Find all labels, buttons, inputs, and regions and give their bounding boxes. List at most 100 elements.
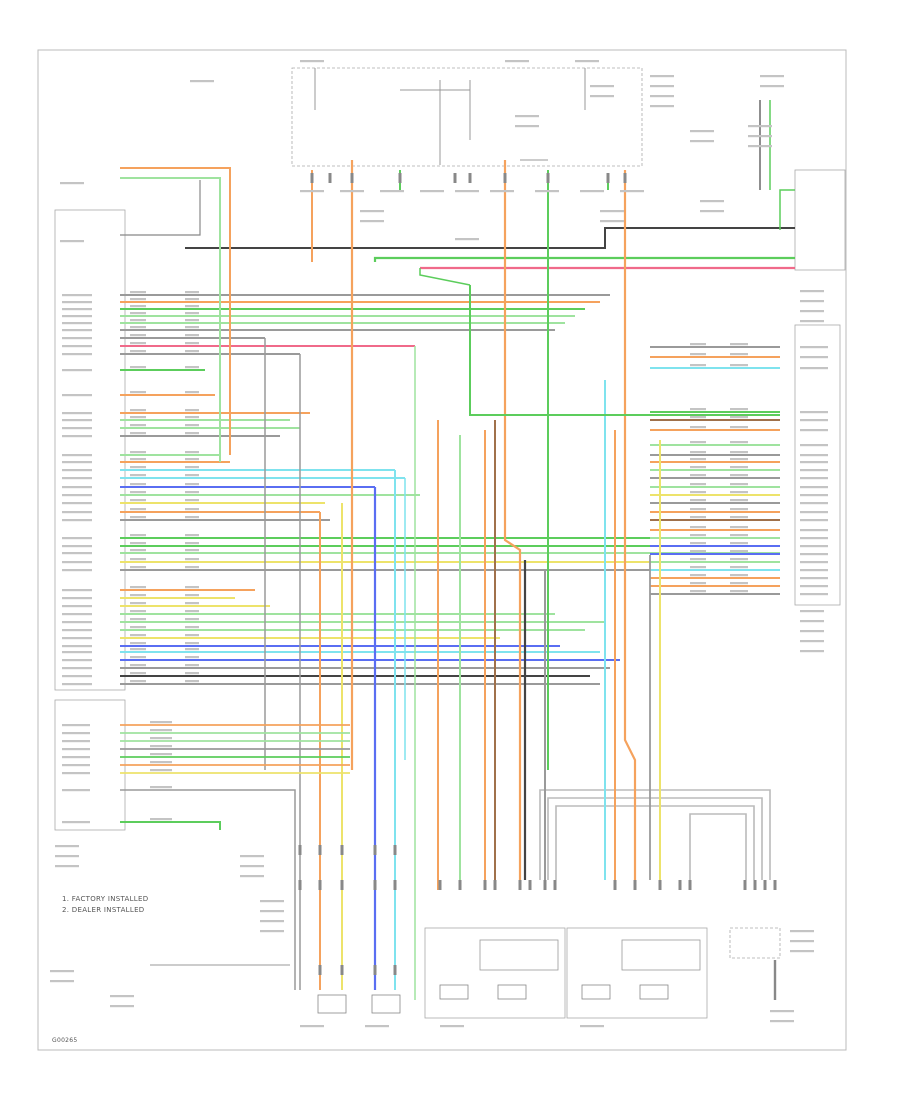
illegible-label <box>575 60 599 63</box>
illegible-label <box>130 499 146 502</box>
illegible-label <box>130 558 146 561</box>
illegible-label <box>730 364 748 367</box>
connector-pin <box>298 845 302 855</box>
illegible-label <box>62 732 90 735</box>
illegible-label <box>185 499 199 502</box>
illegible-label <box>730 574 748 577</box>
connector-pin <box>298 880 302 890</box>
illegible-label <box>730 499 748 502</box>
illegible-label <box>62 494 92 497</box>
illegible-label <box>690 516 706 519</box>
wire-76 <box>623 170 637 880</box>
illegible-label <box>62 545 92 548</box>
page-id: G00265 <box>52 1037 78 1044</box>
connector-pin <box>340 880 344 890</box>
illegible-label <box>62 322 92 325</box>
illegible-label <box>800 569 828 572</box>
illegible-label <box>130 334 146 337</box>
illegible-label <box>690 466 706 469</box>
illegible-label <box>130 648 146 651</box>
illegible-label <box>62 519 92 522</box>
illegible-label <box>130 483 146 486</box>
illegible-label <box>790 940 814 943</box>
illegible-label <box>440 1025 464 1028</box>
illegible-label <box>62 427 92 430</box>
illegible-label <box>185 508 199 511</box>
illegible-label <box>790 950 814 953</box>
illegible-label <box>130 291 146 294</box>
illegible-label <box>130 474 146 477</box>
illegible-label <box>55 855 79 858</box>
illegible-label <box>690 130 714 133</box>
illegible-label <box>185 642 199 645</box>
wire-117 <box>120 821 221 830</box>
illegible-label <box>690 451 706 454</box>
illegible-label <box>50 970 74 973</box>
illegible-label <box>185 516 199 519</box>
illegible-label <box>730 441 748 444</box>
connector-pin <box>678 880 682 890</box>
illegible-label <box>800 461 828 464</box>
illegible-label <box>150 818 172 821</box>
illegible-label <box>130 656 146 659</box>
illegible-label <box>62 667 92 670</box>
connector-pin <box>458 880 462 890</box>
lf-amp-module <box>479 939 559 971</box>
illegible-label <box>62 301 92 304</box>
illegible-label <box>62 486 92 489</box>
connector-pin <box>543 880 547 890</box>
legend-line-2: 2. DEALER INSTALLED <box>62 906 145 914</box>
wire-105 <box>469 285 780 416</box>
illegible-label <box>770 1010 794 1013</box>
illegible-label <box>150 761 172 764</box>
illegible-label <box>730 426 748 429</box>
illegible-label <box>185 626 199 629</box>
illegible-label <box>515 125 539 128</box>
illegible-label <box>490 190 514 193</box>
illegible-label <box>590 95 614 98</box>
illegible-label <box>62 412 92 415</box>
illegible-label <box>240 865 264 868</box>
illegible-label <box>130 451 146 454</box>
connector-pin <box>528 880 532 890</box>
illegible-label <box>590 85 614 88</box>
illegible-label <box>150 745 172 748</box>
wire-74 <box>503 160 522 880</box>
illegible-label <box>110 1005 134 1008</box>
illegible-label <box>130 409 146 412</box>
illegible-label <box>690 574 706 577</box>
illegible-label <box>600 210 624 213</box>
illegible-label <box>185 672 199 675</box>
illegible-label <box>185 586 199 589</box>
illegible-label <box>185 319 199 322</box>
illegible-label <box>690 566 706 569</box>
illegible-label <box>800 290 824 293</box>
illegible-label <box>130 305 146 308</box>
illegible-label <box>150 753 172 756</box>
illegible-label <box>800 585 828 588</box>
illegible-label <box>730 508 748 511</box>
illegible-label <box>800 545 828 548</box>
left-rear-speaker-symbol <box>317 994 347 1014</box>
illegible-label <box>50 980 74 983</box>
illegible-label <box>800 367 828 370</box>
illegible-label <box>690 550 706 553</box>
illegible-label <box>365 1025 389 1028</box>
illegible-label <box>650 105 674 108</box>
illegible-label <box>150 737 172 740</box>
connector-pin <box>688 880 692 890</box>
illegible-label <box>690 364 706 367</box>
illegible-label <box>240 855 264 858</box>
illegible-label <box>185 391 199 394</box>
illegible-label <box>260 930 284 933</box>
illegible-label <box>690 582 706 585</box>
illegible-label <box>62 477 92 480</box>
illegible-label <box>62 394 92 397</box>
diagram-border <box>37 49 847 1051</box>
illegible-label <box>62 756 90 759</box>
illegible-label <box>620 190 644 193</box>
illegible-label <box>62 461 92 464</box>
illegible-label <box>185 305 199 308</box>
connector-pin <box>393 845 397 855</box>
illegible-label <box>690 416 706 419</box>
